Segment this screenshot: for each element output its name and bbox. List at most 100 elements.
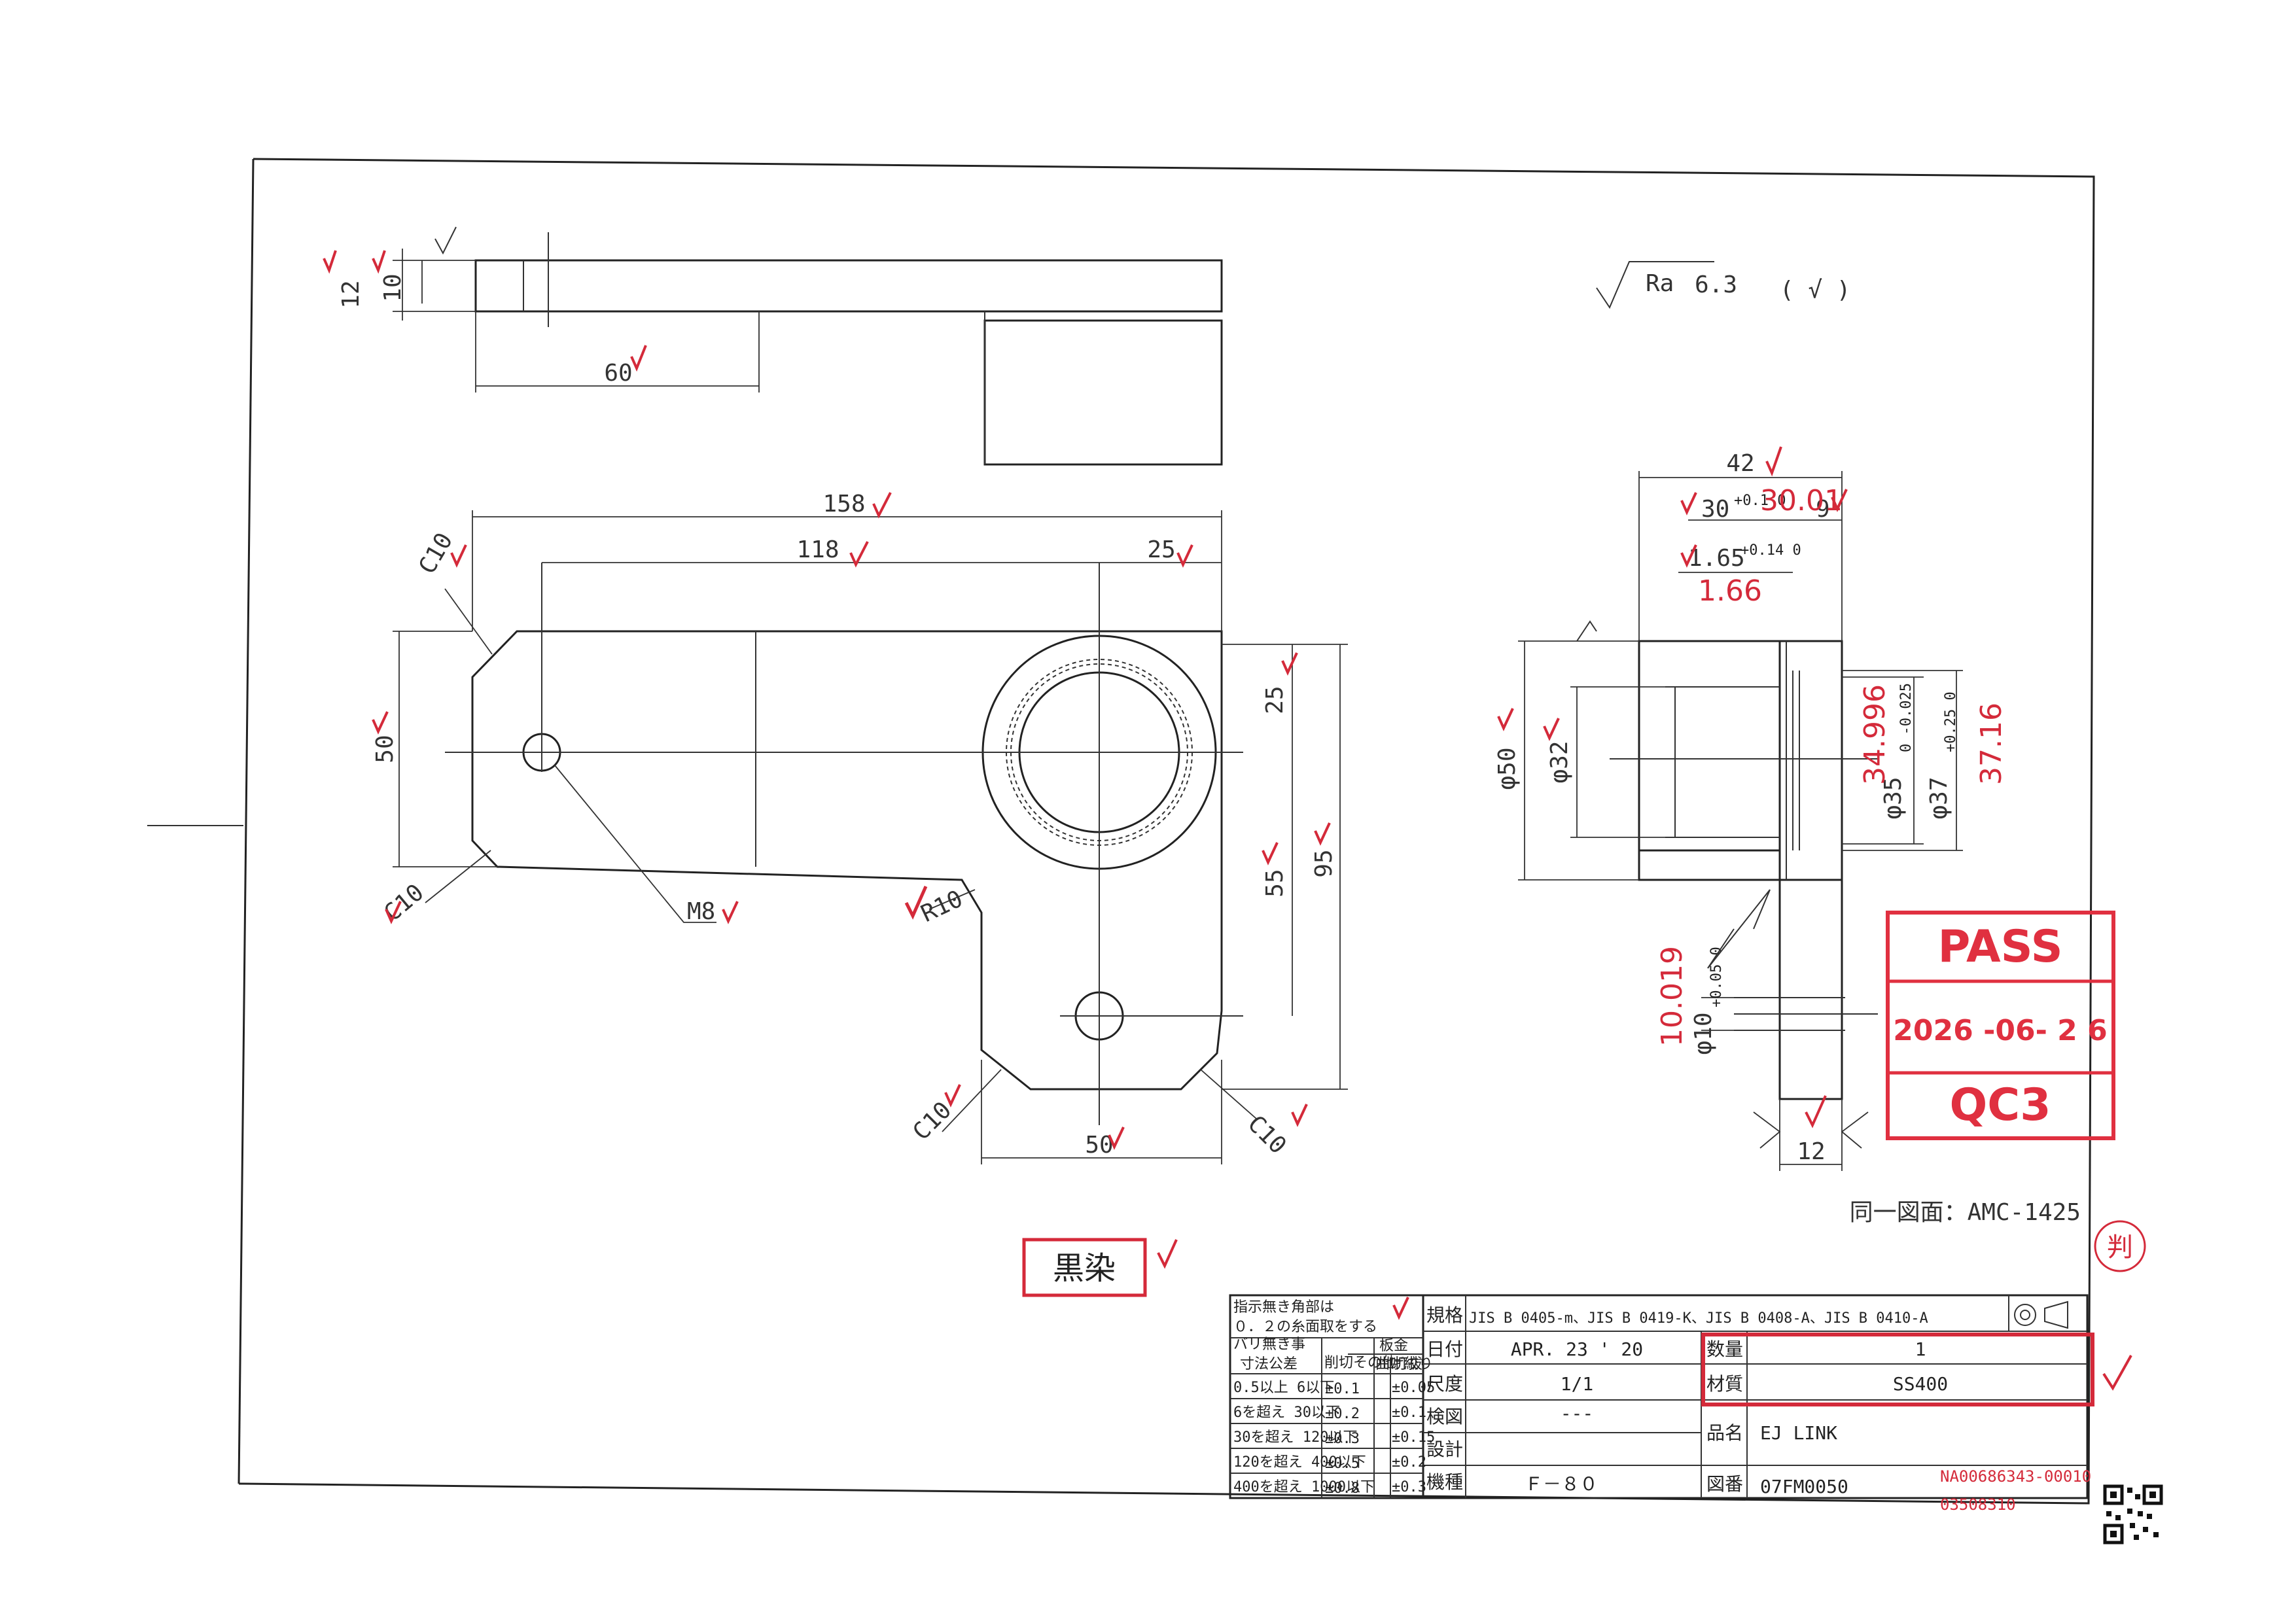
dim-phi37-tol: +0.25 0	[1943, 691, 1959, 752]
dim-phi35: φ35	[1880, 777, 1907, 819]
svg-text:判: 判	[2107, 1232, 2133, 1263]
svg-text:±0.3: ±0.3	[1392, 1479, 1426, 1495]
dim-phi32: φ32	[1546, 741, 1573, 783]
dim-60: 60	[604, 360, 632, 387]
ra-label: Ra	[1646, 270, 1674, 297]
note-line-2: ０．２の糸面取をする	[1233, 1319, 1377, 1335]
meas-34-996: 34.996	[1858, 684, 1892, 785]
date-value: APR. 23 ' 20	[1511, 1338, 1643, 1360]
dim-1-65: 1.65	[1688, 545, 1745, 572]
ra-value: 6.3	[1695, 271, 1737, 298]
tol-row: 6を超え 30以下 ±0.2 ±0.1	[1233, 1405, 1426, 1422]
standard-label: 規格	[1426, 1304, 1463, 1326]
dim-25-right: 25	[1262, 686, 1288, 714]
tol-header: 寸法公差	[1240, 1356, 1298, 1372]
dim-1-65-tol: +0.14 0	[1740, 542, 1801, 559]
machine-value: Ｆ－８０	[1525, 1473, 1598, 1495]
material-highlight	[1701, 1333, 2094, 1406]
scale-value: 1/1	[1561, 1373, 1594, 1395]
c10-bottom-left: C10	[379, 879, 429, 927]
dim-30: 30	[1701, 496, 1729, 523]
c10-bottom-right: C10	[1243, 1110, 1292, 1159]
circle-check-mark: 判	[2094, 1220, 2146, 1272]
scale-label: 尺度	[1426, 1373, 1463, 1395]
dwg-label: 図番	[1706, 1473, 1743, 1495]
svg-text:±0.3: ±0.3	[1325, 1431, 1360, 1447]
m8-label: M8	[687, 898, 715, 925]
tol-col-b2: 打拔	[1394, 1356, 1422, 1372]
meas-10-019: 10.019	[1655, 946, 1689, 1047]
stamp-date: 2026 -06- 2 6	[1893, 1014, 2107, 1047]
drawing-border	[238, 158, 2095, 1505]
dim-158: 158	[822, 491, 865, 517]
dim-95: 95	[1311, 849, 1337, 877]
tol-row: 30を超え 120以下 ±0.3 ±0.15	[1233, 1429, 1435, 1447]
svg-text:30を超え 120以下: 30を超え 120以下	[1233, 1429, 1357, 1446]
dim-phi10: φ10	[1690, 1012, 1717, 1055]
meas-30-01: 30.01	[1760, 484, 1843, 517]
dim-phi50: φ50	[1494, 747, 1521, 790]
svg-text:±0.1: ±0.1	[1325, 1381, 1360, 1397]
svg-text:0.5以上 6以下: 0.5以上 6以下	[1233, 1380, 1334, 1396]
tol-col-a: 削切その他	[1324, 1355, 1396, 1371]
qty-label: 数量	[1706, 1338, 1743, 1360]
stamp-pass: PASS	[1937, 921, 2062, 973]
svg-text:±0.5: ±0.5	[1325, 1456, 1360, 1472]
svg-text:±0.15: ±0.15	[1392, 1429, 1435, 1446]
svg-text:±0.05: ±0.05	[1392, 1380, 1435, 1396]
check-value: ---	[1561, 1403, 1594, 1424]
stamp-qc: QC3	[1949, 1079, 2051, 1131]
dim-9: 9	[1816, 496, 1830, 523]
qr-code	[2103, 1484, 2163, 1544]
svg-text:6を超え 30以下: 6を超え 30以下	[1233, 1405, 1340, 1421]
tol-row: 400を超え 1000以下 ±0.8 ±0.3	[1233, 1479, 1426, 1497]
border-left-edge	[238, 158, 255, 1484]
tol-row: 0.5以上 6以下 ±0.1 ±0.05	[1233, 1380, 1435, 1397]
surface-finish-symbol: Ra 6.3 ( √ )	[1596, 261, 1850, 309]
black-dye-label: 黒染	[1053, 1250, 1116, 1287]
red-check-marks	[323, 226, 2132, 1391]
black-dye-box: 黒染	[1022, 1238, 1147, 1297]
name-label: 品名	[1706, 1422, 1743, 1444]
dim-55: 55	[1262, 869, 1288, 897]
pass-stamp: PASS 2026 -06- 2 6 QC3	[1886, 911, 2115, 1140]
material-label: 材質	[1706, 1373, 1743, 1395]
dim-42: 42	[1726, 450, 1754, 477]
material-value: SS400	[1893, 1373, 1948, 1395]
front-view: 158 118 25 50 25 55 95 50 C10 C10 C10 C1…	[372, 491, 1348, 1164]
dim-25-top: 25	[1147, 536, 1175, 563]
doc-id-1: NA00686343-00010	[1940, 1467, 2091, 1486]
dwg-value: 07FM0050	[1760, 1476, 1848, 1497]
svg-text:±0.8: ±0.8	[1325, 1480, 1360, 1497]
svg-text:400を超え 1000以下: 400を超え 1000以下	[1233, 1479, 1375, 1495]
title-block: 指示無き角部は ０．２の糸面取をする バリ無き事 寸法公差 削切その他 板金 曲…	[1229, 1294, 2094, 1499]
tol-col-b1: 曲げ絞り	[1375, 1356, 1433, 1372]
dim-10: 10	[380, 273, 406, 302]
tol-row: 120を超え 400以下 ±0.5 ±0.2	[1233, 1454, 1426, 1472]
projection-symbol-icon	[2014, 1300, 2068, 1329]
svg-text:±0.2: ±0.2	[1392, 1454, 1426, 1471]
ra-paren: ( √ )	[1780, 277, 1850, 304]
doc-id-2: 03508310	[1940, 1495, 2016, 1514]
dim-phi35-tol: 0 -0.025	[1898, 683, 1915, 752]
top-view: 12 10 60	[338, 232, 1223, 466]
dim-50-left: 50	[372, 735, 398, 763]
name-value: EJ LINK	[1760, 1422, 1837, 1444]
svg-text:120を超え 400以下: 120を超え 400以下	[1233, 1454, 1366, 1471]
qty-value: 1	[1915, 1338, 1926, 1360]
meas-37-16: 37.16	[1975, 703, 2008, 785]
same-drawing-note: 同一図面：AMC-1425	[1850, 1199, 2081, 1226]
dim-phi37: φ37	[1926, 777, 1952, 819]
meas-1-66: 1.66	[1698, 574, 1762, 608]
machine-label: 機種	[1426, 1471, 1463, 1493]
dim-118: 118	[796, 536, 839, 563]
date-label: 日付	[1426, 1338, 1463, 1360]
standard-value: JIS B 0405-m、JIS B 0419-K、JIS B 0408-A、J…	[1469, 1310, 1928, 1327]
tol-col-b: 板金	[1379, 1338, 1408, 1354]
check-label: 検図	[1426, 1406, 1463, 1427]
dim-12: 12	[338, 280, 364, 308]
design-label: 設計	[1426, 1439, 1463, 1460]
svg-text:±0.1: ±0.1	[1392, 1405, 1426, 1421]
note-line-1: 指示無き角部は	[1233, 1299, 1334, 1316]
